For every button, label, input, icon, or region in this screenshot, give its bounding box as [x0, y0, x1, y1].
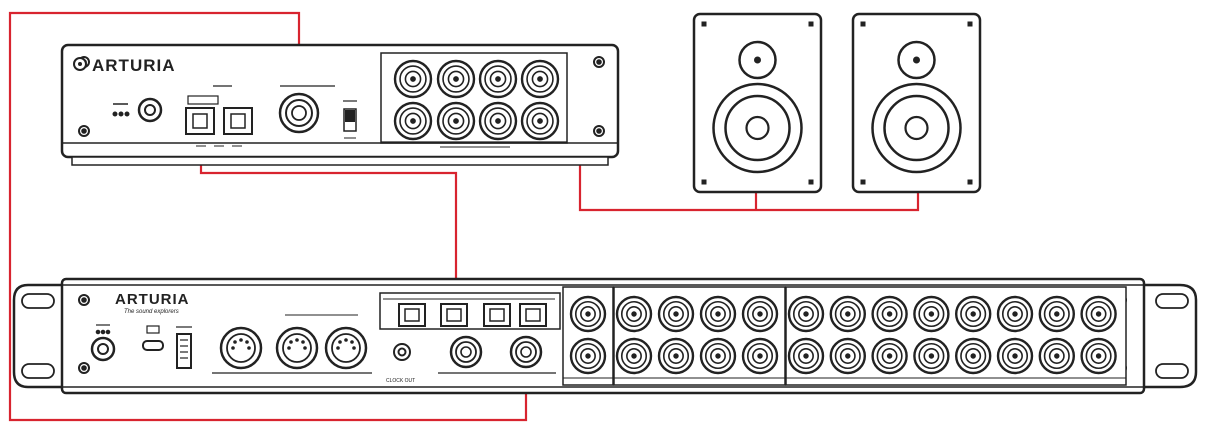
- line-input-jack: [871, 337, 908, 375]
- line-input-jack: [955, 337, 992, 375]
- output-jack: [478, 59, 518, 99]
- line-output-jack: [699, 337, 737, 375]
- output-jack: [436, 59, 476, 99]
- line-input-jack: [996, 337, 1034, 375]
- line-input-jack: [787, 295, 825, 333]
- optical-port: [398, 303, 426, 327]
- optical-port: [483, 303, 511, 327]
- line-input-jack: [1080, 337, 1117, 375]
- line-input-jacks: [787, 295, 1117, 375]
- rack-ear-left: [12, 283, 62, 389]
- monitor-jack: [569, 295, 607, 333]
- midi-din-port: [324, 326, 368, 370]
- line-input-jack: [829, 337, 866, 375]
- line-input-jack: [996, 295, 1034, 333]
- bottom-device: [12, 277, 1198, 395]
- line-input-jack: [1038, 337, 1076, 375]
- line-input-jack: [955, 295, 992, 333]
- optical-port-2: [223, 107, 253, 135]
- clock-out-label: CLOCK OUT: [386, 378, 415, 384]
- optical-port: [519, 303, 547, 327]
- line-input-jack: [1038, 295, 1076, 333]
- line-input-jack: [1080, 295, 1117, 333]
- line-output-jack: [741, 295, 779, 333]
- usb-c-port: [142, 340, 164, 351]
- rack-ear-right: [1143, 283, 1198, 389]
- output-jack: [520, 59, 560, 99]
- midi-din-port: [275, 326, 319, 370]
- output-jack: [520, 101, 560, 141]
- output-jack: [393, 101, 433, 141]
- speaker-icon: [692, 12, 823, 194]
- line-output-jacks: [615, 295, 779, 375]
- monitor-jacks: [569, 295, 607, 375]
- optical-port: [440, 303, 468, 327]
- output-jack: [436, 101, 476, 141]
- output-jack: [393, 59, 433, 99]
- speakers: [692, 12, 982, 194]
- usb-icon: [146, 325, 160, 334]
- bottom-device-brand: ARTURIA: [115, 291, 190, 308]
- line-input-jack: [829, 295, 866, 333]
- bottom-optical-ports: [398, 303, 547, 327]
- line-input-jack: [913, 337, 950, 375]
- line-output-jack: [657, 337, 695, 375]
- bottom-device-tagline: The sound explorers: [124, 309, 179, 315]
- line-output-jack: [615, 295, 653, 333]
- output-jack: [478, 101, 518, 141]
- usb-a-port: [176, 333, 192, 369]
- wordclock-cable: [8, 11, 528, 422]
- line-output-jack: [615, 337, 653, 375]
- line-output-jack: [657, 295, 695, 333]
- speaker-icon: [851, 12, 982, 194]
- line-input-jack: [787, 337, 825, 375]
- monitor-jack: [569, 337, 607, 375]
- line-output-jack: [741, 337, 779, 375]
- midi-ports: [219, 326, 368, 370]
- top-device-brand: ARTURIA: [92, 56, 176, 75]
- top-output-jacks: [393, 59, 560, 141]
- line-input-jack: [871, 295, 908, 333]
- line-output-jack: [699, 295, 737, 333]
- midi-din-port: [219, 326, 263, 370]
- line-input-jack: [913, 295, 950, 333]
- arturia-logo-icon: [73, 57, 87, 71]
